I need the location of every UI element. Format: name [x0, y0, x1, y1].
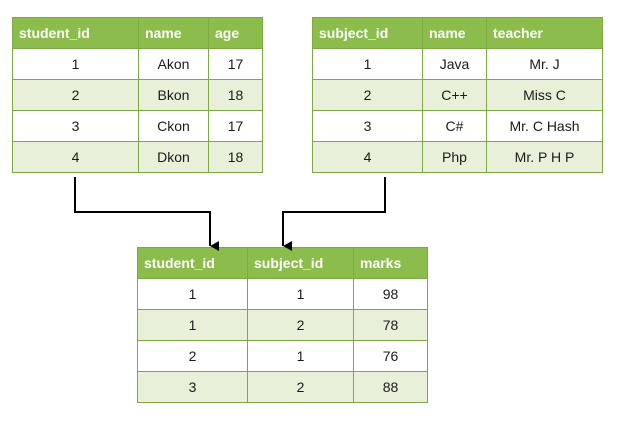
table-cell: 2 [247, 309, 354, 341]
table-cell: 88 [353, 371, 428, 403]
table-cell: Mr. P H P [486, 141, 603, 173]
table-row: 1 Akon 17 [12, 48, 263, 80]
table-cell: Java [422, 48, 487, 80]
column-header-name: name [422, 17, 487, 49]
table-cell: 3 [137, 371, 248, 403]
table-cell: Mr. C Hash [486, 110, 603, 142]
table-row: 1 1 98 [137, 278, 428, 310]
table-cell: 3 [312, 110, 423, 142]
table-cell: 1 [247, 340, 354, 372]
column-header-student-id: student_id [12, 17, 139, 49]
table-row: 2 Bkon 18 [12, 79, 263, 111]
table-cell: 1 [247, 278, 354, 310]
table-cell: Dkon [138, 141, 209, 173]
table-cell: 2 [137, 340, 248, 372]
table-cell: 98 [353, 278, 428, 310]
column-header-name: name [138, 17, 209, 49]
column-header-teacher: teacher [486, 17, 603, 49]
students-to-marks-arrow [74, 177, 219, 251]
table-row: 3 2 88 [137, 371, 428, 403]
table-header-row: subject_id name teacher [312, 17, 603, 49]
table-cell: 3 [12, 110, 139, 142]
subjects-table: subject_id name teacher 1 Java Mr. J 2 C… [312, 17, 603, 173]
table-row: 4 Php Mr. P H P [312, 141, 603, 173]
table-cell: 17 [208, 110, 263, 142]
table-row: 3 Ckon 17 [12, 110, 263, 142]
table-cell: 76 [353, 340, 428, 372]
table-cell: 1 [12, 48, 139, 80]
table-cell: C# [422, 110, 487, 142]
table-row: 3 C# Mr. C Hash [312, 110, 603, 142]
marks-table: student_id subject_id marks 1 1 98 1 2 7… [137, 247, 428, 403]
table-row: 2 1 76 [137, 340, 428, 372]
table-cell: 1 [137, 309, 248, 341]
subjects-to-marks-arrow [282, 177, 386, 251]
column-header-subject-id: subject_id [247, 247, 354, 279]
table-row: 1 Java Mr. J [312, 48, 603, 80]
table-header-row: student_id name age [12, 17, 263, 49]
column-header-subject-id: subject_id [312, 17, 423, 49]
column-header-age: age [208, 17, 263, 49]
table-cell: Mr. J [486, 48, 603, 80]
column-header-marks: marks [353, 247, 428, 279]
table-header-row: student_id subject_id marks [137, 247, 428, 279]
table-cell: 18 [208, 141, 263, 173]
table-cell: 17 [208, 48, 263, 80]
table-cell: 2 [247, 371, 354, 403]
table-row: 4 Dkon 18 [12, 141, 263, 173]
table-cell: 4 [312, 141, 423, 173]
table-cell: 78 [353, 309, 428, 341]
column-header-student-id: student_id [137, 247, 248, 279]
table-cell: 2 [312, 79, 423, 111]
table-row: 1 2 78 [137, 309, 428, 341]
table-cell: Akon [138, 48, 209, 80]
table-cell: 1 [137, 278, 248, 310]
table-cell: 1 [312, 48, 423, 80]
table-cell: C++ [422, 79, 487, 111]
table-cell: 18 [208, 79, 263, 111]
students-table: student_id name age 1 Akon 17 2 Bkon 18 … [12, 17, 263, 173]
table-cell: Php [422, 141, 487, 173]
table-cell: 2 [12, 79, 139, 111]
table-cell: Miss C [486, 79, 603, 111]
table-cell: 4 [12, 141, 139, 173]
table-row: 2 C++ Miss C [312, 79, 603, 111]
table-cell: Ckon [138, 110, 209, 142]
table-cell: Bkon [138, 79, 209, 111]
